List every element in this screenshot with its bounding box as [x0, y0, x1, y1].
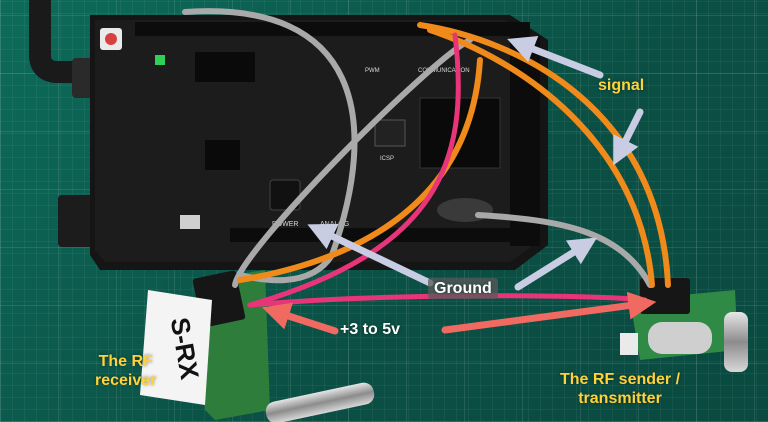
- ground-label: Ground: [428, 278, 498, 299]
- rf-sender-module: [620, 278, 748, 372]
- receiver-label-line1: The RF: [98, 353, 153, 370]
- board-power-text: POWER: [272, 221, 298, 228]
- receiver-label-line2: receiver: [95, 372, 157, 389]
- sender-label-line2: transmitter: [578, 390, 662, 407]
- board-pwm-text: PWM: [365, 68, 380, 74]
- rf-receiver-module: S-RX: [140, 270, 375, 422]
- sender-label-line1: The RF sender /: [560, 371, 681, 388]
- signal-label: signal: [598, 77, 645, 94]
- sender-label: The RF sender / transmitter: [560, 370, 680, 408]
- signal-arrow-right: [613, 108, 644, 166]
- receiver-label: The RF receiver: [95, 352, 156, 390]
- voltage-arrow-right: [441, 291, 657, 334]
- board-communication-text: COMMUNICATION: [418, 68, 470, 74]
- ground-arrow-left: [307, 223, 434, 287]
- signal-arrow-top: [507, 36, 604, 79]
- board-icsp-text: ICSP: [380, 156, 394, 162]
- annotation-arrows: [262, 36, 657, 335]
- voltage-arrow-left: [262, 302, 339, 335]
- ground-arrow-right: [514, 237, 598, 291]
- voltage-label: +3 to 5v: [340, 321, 401, 338]
- wires: [182, 8, 671, 308]
